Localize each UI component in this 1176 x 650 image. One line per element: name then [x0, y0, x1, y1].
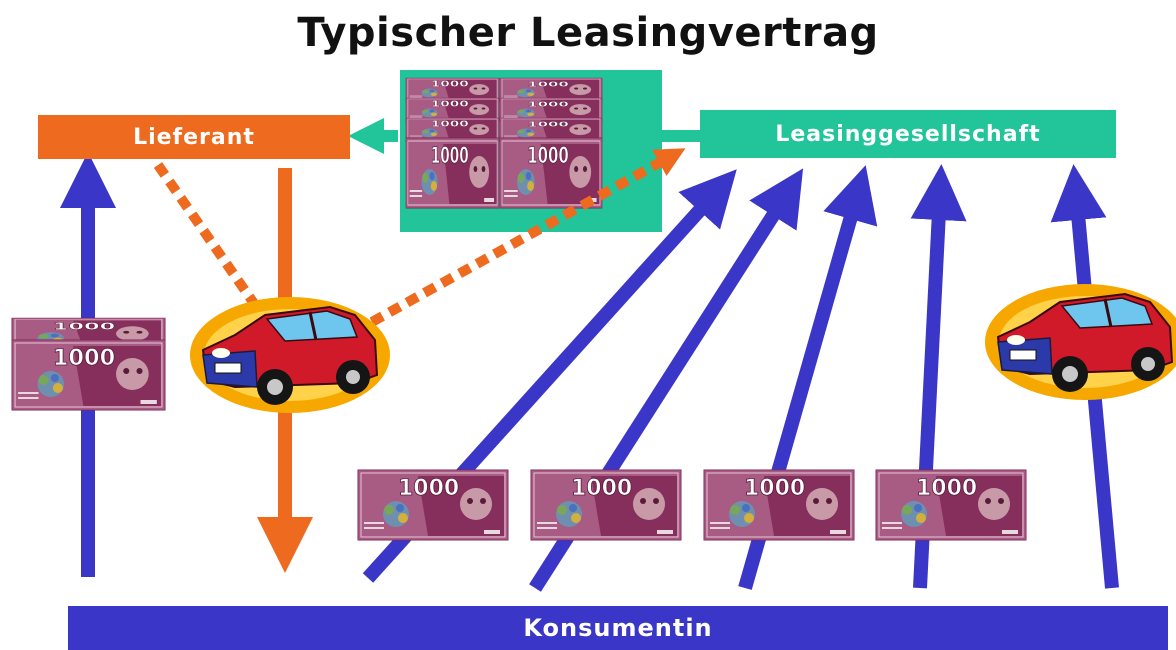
banknote-icon: [357, 469, 509, 541]
banknote-stack-left: [405, 77, 500, 209]
banknote-stack-right: [499, 77, 603, 209]
car-icon: [188, 295, 392, 415]
banknote-icon: [530, 469, 682, 541]
banknote-icon: [875, 469, 1027, 541]
banknote-icon: [703, 469, 855, 541]
node-leasinggesellschaft: Leasinggesellschaft: [700, 110, 1116, 158]
dotted-car-to-leasinggesellschaft: [369, 148, 686, 327]
node-lieferant: Lieferant: [38, 115, 350, 159]
dotted-lieferant-to-car: [153, 162, 267, 318]
node-konsumentin: Konsumentin: [68, 606, 1168, 650]
car-icon: [983, 282, 1176, 402]
banknote-stack-konsumentin: [11, 317, 166, 411]
page-title: Typischer Leasingvertrag: [297, 10, 879, 56]
